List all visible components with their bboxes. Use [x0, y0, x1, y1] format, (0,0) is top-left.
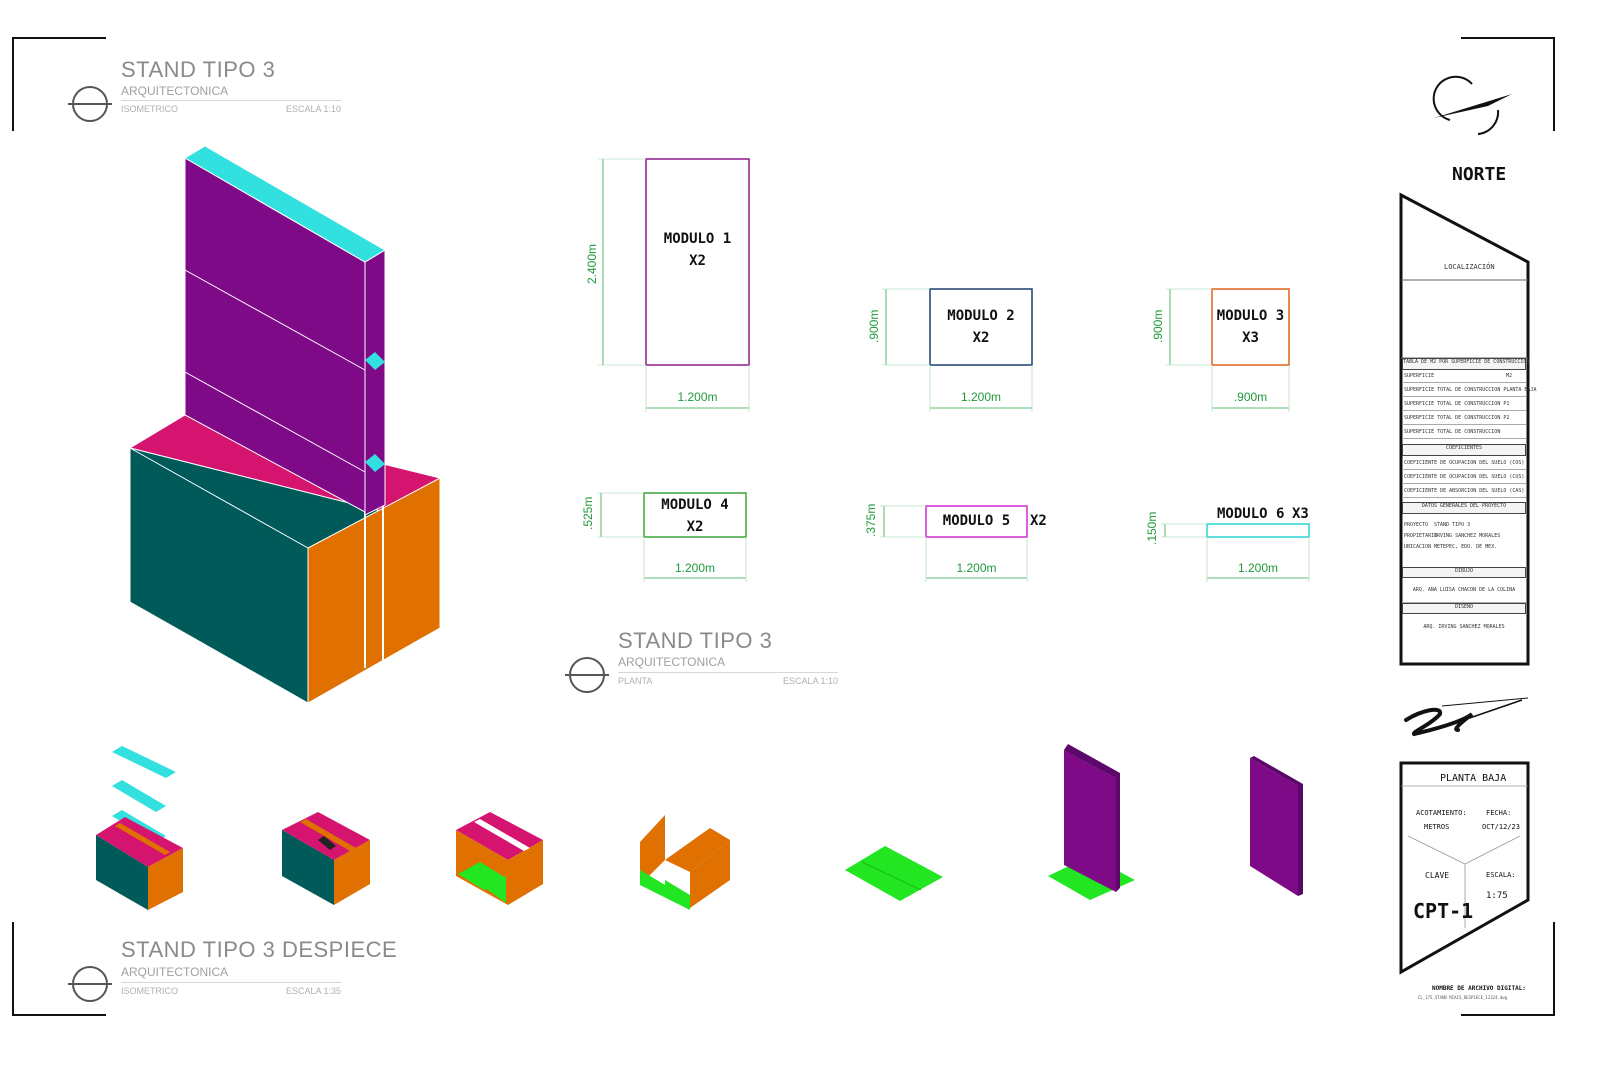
- module-5-label: MODULO 5: [942, 513, 1011, 529]
- coef-header: COEFICIENTES: [1402, 444, 1526, 456]
- table-row: COEFICIENTE DE OCUPACION DEL SUELO (COS): [1402, 456, 1526, 470]
- module-6-qty: X3: [1292, 506, 1309, 522]
- section-marker-icon: [68, 86, 112, 122]
- shelf-1: [365, 352, 385, 370]
- table-row: SUPERFICIE TOTAL DE CONSTRUCCION P1: [1402, 397, 1526, 411]
- datos-row: PROPIETARIO IRVING SANCHEZ MORALES: [1404, 533, 1501, 539]
- section-title: STAND TIPO 3 DESPIECE: [121, 937, 398, 962]
- datos-row: PROYECTO STAND TIPO 3: [1404, 522, 1471, 528]
- module-5-outline: [880, 505, 1028, 582]
- sheet-title: PLANTA BAJA: [1440, 773, 1507, 784]
- section-view: PLANTA: [618, 676, 653, 686]
- fecha-value: OCT/12/23: [1482, 823, 1520, 831]
- exploded-step-4: [640, 815, 730, 910]
- exploded-step-1: [96, 746, 183, 910]
- acotamiento-label: ACOTAMIENTO:: [1416, 809, 1467, 817]
- table-row: SUPERFICIE TOTAL DE CONSTRUCCION: [1402, 425, 1526, 439]
- studio-logo-icon: [1404, 697, 1529, 737]
- section-scale: ESCALA 1:10: [286, 104, 342, 114]
- title-rule: [618, 672, 838, 673]
- section-view: ISOMETRICO: [121, 986, 179, 996]
- module-3-width-dim: .900m: [1233, 390, 1268, 404]
- surface-table-header: TABLA DE M2 POR SUPERFICIE DE CONSTRUCCI…: [1402, 358, 1529, 370]
- table-row: SUPERFICIE TOTAL DE CONSTRUCCION P2: [1402, 411, 1526, 425]
- section-scale: ESCALA 1:10: [783, 676, 839, 686]
- surface-table: TABLA DE M2 POR SUPERFICIE DE CONSTRUCCI…: [1402, 358, 1536, 640]
- title-rule: [121, 982, 341, 983]
- title-rule: [121, 100, 341, 101]
- module-5-qty: X2: [1030, 513, 1047, 529]
- escala-value: 1:75: [1486, 891, 1508, 901]
- datos-row: UBICACION METEPEC, EDO. DE MEX.: [1404, 544, 1498, 550]
- diseno-value: ARQ. IRVING SANCHEZ MORALES: [1423, 624, 1505, 630]
- section-title: STAND TIPO 3: [618, 628, 773, 653]
- module-3-outline: [1166, 288, 1290, 412]
- section-title: STAND TIPO 3: [121, 57, 276, 82]
- exploded-step-6: [1048, 744, 1135, 900]
- frame-corner-top-left: [12, 37, 106, 131]
- table-row: COEFICIENTE DE ABSORCION DEL SUELO (CAS): [1402, 484, 1526, 498]
- module-1-outline: [598, 158, 750, 412]
- module-2-width-dim: 1.200m: [960, 390, 1002, 404]
- localizacion-label: LOCALIZACIÓN: [1444, 263, 1495, 271]
- acotamiento-value: METROS: [1424, 823, 1450, 831]
- archivo-label: NOMBRE DE ARCHIVO DIGITAL:: [1432, 985, 1526, 992]
- north-arrow-icon: [1432, 75, 1512, 135]
- escala-label: ESCALA:: [1486, 871, 1516, 879]
- module-5-width-dim: 1.200m: [956, 561, 997, 575]
- table-row: SUPERFICIE TOTAL DE CONSTRUCCION PLANTA …: [1402, 383, 1536, 397]
- frame-corner-bottom-right: [1461, 922, 1555, 1016]
- exploded-step-5: [845, 846, 943, 901]
- section-marker-icon: [68, 966, 112, 1002]
- shelf-2: [365, 454, 385, 472]
- section-subtitle: ARQUITECTONICA: [618, 655, 726, 669]
- exploded-step-3: [456, 812, 543, 905]
- section-subtitle: ARQUITECTONICA: [121, 84, 229, 98]
- section-subtitle: ARQUITECTONICA: [121, 965, 229, 979]
- section-marker-icon: [565, 657, 609, 693]
- diseno-header: DISEÑO: [1402, 603, 1526, 614]
- module-6-width-dim: 1.200m: [1237, 561, 1279, 575]
- section-scale: ESCALA 1:35: [286, 986, 342, 996]
- dibujo-header: DIBUJO: [1402, 567, 1526, 578]
- exploded-step-2: [282, 812, 370, 905]
- section-view: ISOMETRICO: [121, 104, 179, 114]
- clave-label: CLAVE: [1425, 871, 1450, 880]
- module-4-outline: [597, 492, 747, 582]
- exploded-step-7: [1250, 756, 1303, 896]
- module-4-width-dim: 1.200m: [674, 561, 716, 575]
- clave-value: CPT-1: [1413, 899, 1474, 923]
- archivo-value: CL_175_STAND MIAIS_DESPIECE_12324.dwg: [1418, 995, 1508, 1000]
- module-6-label: MODULO 6: [1217, 506, 1285, 522]
- module-6-outline: [1161, 523, 1310, 582]
- datos-header: DATOS GENERALES DEL PROYECTO: [1402, 502, 1526, 514]
- tall-panel-top: [184, 145, 386, 263]
- frame-corner-top-right: [1461, 37, 1555, 131]
- module-2-outline: [882, 288, 1033, 412]
- module-1-width-dim: 1.200m: [677, 390, 718, 404]
- frame-corner-bottom-left: [12, 922, 106, 1016]
- table-row: SUPERFICIE M2: [1402, 370, 1526, 383]
- base-left-face-2: [129, 447, 309, 704]
- table-row: COEFICIENTE DE OCUPACION DEL SUELO (CUS): [1402, 470, 1526, 484]
- titleblock-lower-frame: [1399, 761, 1530, 975]
- dibujo-value: ARQ. ANA LUISA CHACON DE LA COLINA: [1402, 578, 1526, 603]
- north-label: NORTE: [1452, 164, 1507, 185]
- fecha-label: FECHA:: [1486, 809, 1512, 817]
